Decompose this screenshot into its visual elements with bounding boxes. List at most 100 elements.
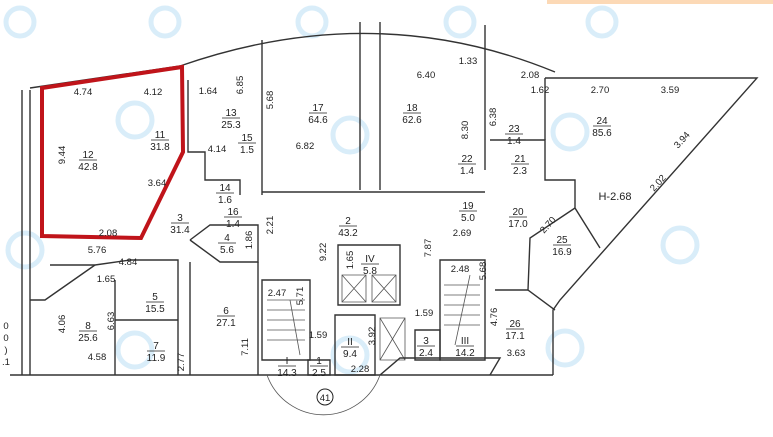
dimension-label: 3.63 xyxy=(507,348,526,359)
dimension-label: 6.38 xyxy=(488,108,499,127)
dimension-label: 4.76 xyxy=(489,308,500,327)
room-label: 231.4 xyxy=(505,124,523,147)
watermark-refresh-icon xyxy=(295,5,329,39)
watermark-refresh-icon xyxy=(3,5,37,39)
room-number: 3 xyxy=(423,336,429,347)
dimension-label: 9.44 xyxy=(57,146,68,165)
highlighted-unit-outline xyxy=(40,64,186,241)
dimension-label: 6.63 xyxy=(106,312,117,331)
watermark-icons xyxy=(3,5,700,375)
room-number: 2 xyxy=(345,216,351,227)
walls xyxy=(10,22,759,416)
watermark-refresh-icon xyxy=(660,225,700,265)
room-number: 1 xyxy=(316,356,322,367)
room-number: 23 xyxy=(508,124,520,135)
room-number: II xyxy=(347,337,353,348)
edge-fragment: 0 xyxy=(3,333,8,344)
room-area: 31.4 xyxy=(170,225,190,236)
watermark-refresh-icon xyxy=(585,5,619,39)
room-area: 14.2 xyxy=(455,348,475,359)
room-label: II9.4 xyxy=(341,337,359,360)
room-area: 1.6 xyxy=(218,195,232,206)
room-number: 21 xyxy=(514,154,526,165)
dimension-label: 5.68 xyxy=(478,262,489,281)
room-label: 711.9 xyxy=(147,341,166,364)
room-area: 64.6 xyxy=(308,115,328,126)
dimension-label: 1.64 xyxy=(199,86,218,97)
dimension-label: 7.11 xyxy=(240,338,251,356)
dimension-label: 1.33 xyxy=(459,56,478,67)
dimension-label: 1.86 xyxy=(244,231,255,250)
dimension-label: 2.69 xyxy=(453,228,472,239)
room-area: 11.9 xyxy=(147,353,166,364)
edge-fragment: .1 xyxy=(2,357,10,368)
dimension-label: 4.06 xyxy=(57,315,68,334)
room-area: 1.5 xyxy=(240,145,254,156)
dimension-label: 3.64 xyxy=(148,178,167,189)
edge-fragment: ) xyxy=(4,345,7,356)
room-area: 25.6 xyxy=(78,333,98,344)
room-number: 24 xyxy=(596,116,608,127)
dimension-label: 4.58 xyxy=(88,352,107,363)
room-area: 14.3 xyxy=(277,368,297,379)
watermark-refresh-icon xyxy=(5,230,45,270)
edge-fragments: 0 0 ) .1 xyxy=(2,321,10,368)
room-area: 27.1 xyxy=(216,318,236,329)
room-area: 2.4 xyxy=(419,348,433,359)
room-label: 151.5 xyxy=(238,133,256,156)
room-area: 5.8 xyxy=(363,266,377,277)
top-banner xyxy=(547,0,773,4)
room-label: 195.0 xyxy=(459,201,477,224)
room-number: 13 xyxy=(225,108,237,119)
room-number: 18 xyxy=(406,103,418,114)
room-number: 25 xyxy=(556,235,568,246)
room-label: 243.2 xyxy=(338,216,358,239)
dimension-label: 4.84 xyxy=(119,257,138,268)
room-area: 16.9 xyxy=(552,247,572,258)
dimension-label: 2.28 xyxy=(351,364,370,375)
dimension-label: 6.82 xyxy=(296,141,315,152)
dimension-label: 2.47 xyxy=(268,288,287,299)
room-number: 20 xyxy=(512,207,524,218)
room-number: 17 xyxy=(312,103,324,114)
watermark-refresh-icon xyxy=(330,335,370,375)
dimension-label: 2.02 xyxy=(648,173,669,194)
room-area: 42.8 xyxy=(78,162,98,173)
dimension-label: 4.74 xyxy=(74,87,93,98)
room-area: 43.2 xyxy=(338,228,358,239)
ceiling-height-label: H-2.68 xyxy=(598,191,631,203)
dimension-label: 2.70 xyxy=(591,85,610,96)
room-label: 12.5 xyxy=(310,356,328,379)
room-number: 22 xyxy=(461,154,473,165)
watermark-refresh-icon xyxy=(115,100,155,140)
room-area: 25.3 xyxy=(221,120,241,131)
room-number: 16 xyxy=(227,207,239,218)
room-number: 26 xyxy=(509,319,521,330)
watermark-refresh-icon xyxy=(443,5,477,39)
room-number: 12 xyxy=(82,150,94,161)
watermark-refresh-icon xyxy=(115,330,155,370)
room-label: 161.4 xyxy=(224,207,242,230)
dimension-label: 2.77 xyxy=(176,353,187,372)
room-area: 5.6 xyxy=(220,245,234,256)
room-number: 11 xyxy=(155,130,166,141)
room-area: 2.5 xyxy=(312,368,326,379)
dimension-label: 5.76 xyxy=(88,245,107,256)
room-number: 15 xyxy=(241,133,253,144)
room-labels: 1242.81131.81325.3151.5141.6161.4331.445… xyxy=(78,103,612,379)
room-area: 1.4 xyxy=(460,166,474,177)
room-area: 15.5 xyxy=(145,304,165,315)
edge-fragment: 0 xyxy=(3,321,8,332)
room-area: 2.3 xyxy=(513,166,527,177)
room-area: 62.6 xyxy=(402,115,422,126)
dimension-label: 1.62 xyxy=(531,85,550,96)
room-label: 627.1 xyxy=(216,306,236,329)
dimension-label: 5.68 xyxy=(265,91,276,110)
watermark-refresh-icon xyxy=(330,115,370,155)
